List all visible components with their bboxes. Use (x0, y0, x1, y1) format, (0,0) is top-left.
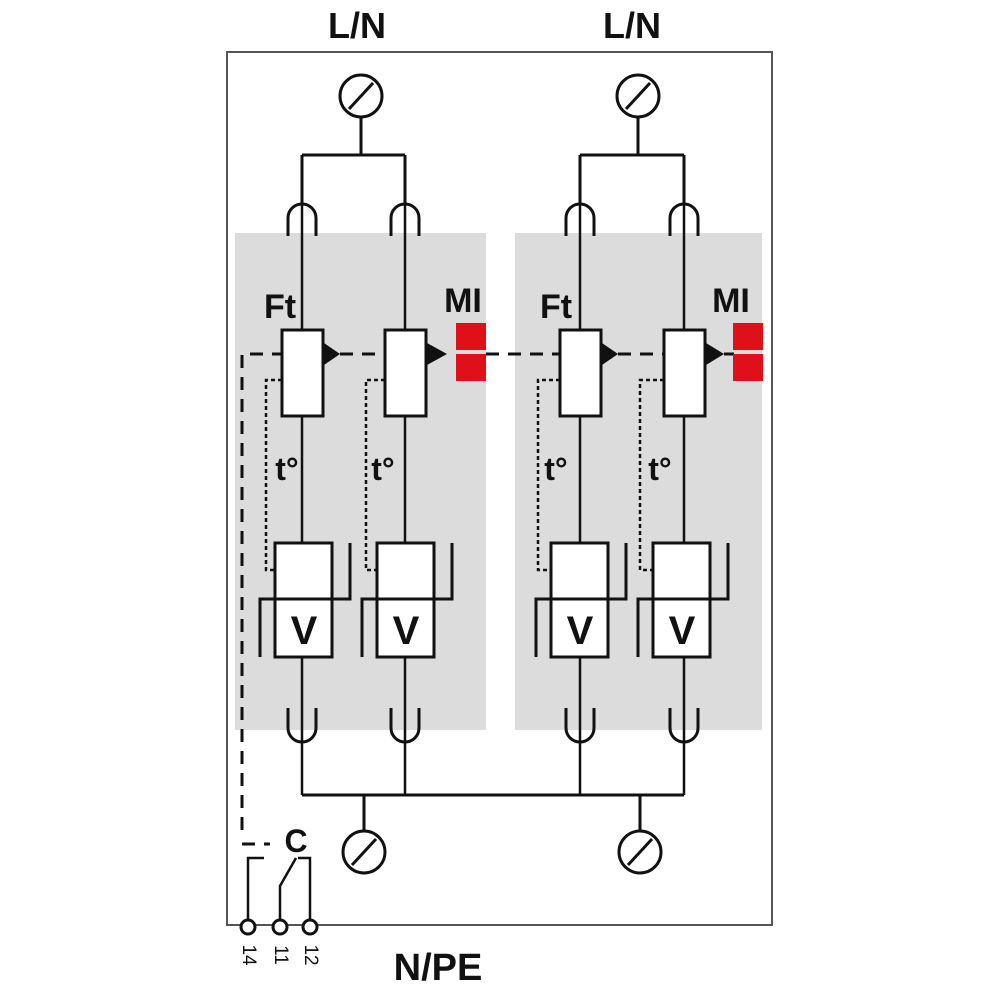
terminal-label-bottom: N/PE (394, 947, 483, 989)
thermal-label-2a: t° (544, 451, 567, 487)
varistor-label-1a: V (291, 609, 318, 653)
mi-indicator-1 (456, 323, 486, 381)
thermal-coupling (264, 378, 664, 572)
terminal-label-top-left: L/N (328, 5, 386, 46)
thermal-label-2b: t° (648, 451, 671, 487)
contact-label: C (284, 823, 307, 859)
varistor-label-1b: V (393, 609, 420, 653)
screw-terminal-bottom-left (341, 829, 387, 875)
pin-label-11: 11 (270, 945, 291, 965)
fuse-label-1: Ft (264, 288, 296, 326)
varistor-label-2b: V (669, 609, 696, 653)
top-bus-left (300, 117, 407, 205)
indicator-label-2: MI (712, 282, 750, 320)
varistor-label-2a: V (567, 609, 594, 653)
thermal-label-1b: t° (371, 451, 394, 487)
varistors (258, 541, 730, 659)
screw-terminal-bottom-right (617, 829, 663, 875)
top-bus-right (578, 117, 686, 205)
screw-terminal-top-left (338, 73, 384, 119)
thermal-fuses (280, 328, 707, 418)
indicator-arrows (324, 343, 724, 365)
thermal-label-1a: t° (275, 451, 298, 487)
screw-terminal-top-right (615, 73, 661, 119)
pin-label-14: 14 (238, 944, 259, 966)
indicator-label-1: MI (444, 282, 482, 320)
fuse-label-2: Ft (540, 288, 572, 326)
device-housing (226, 51, 773, 926)
remote-contact (239, 842, 319, 936)
top-connectors (286, 202, 700, 236)
mechanical-linkage (240, 352, 734, 830)
branch-wires (300, 205, 686, 795)
bottom-bus (302, 793, 684, 830)
terminal-label-top-right: L/N (603, 5, 661, 46)
mi-indicator-2 (733, 323, 763, 381)
bottom-connectors (286, 708, 700, 744)
pin-label-12: 12 (300, 944, 321, 965)
